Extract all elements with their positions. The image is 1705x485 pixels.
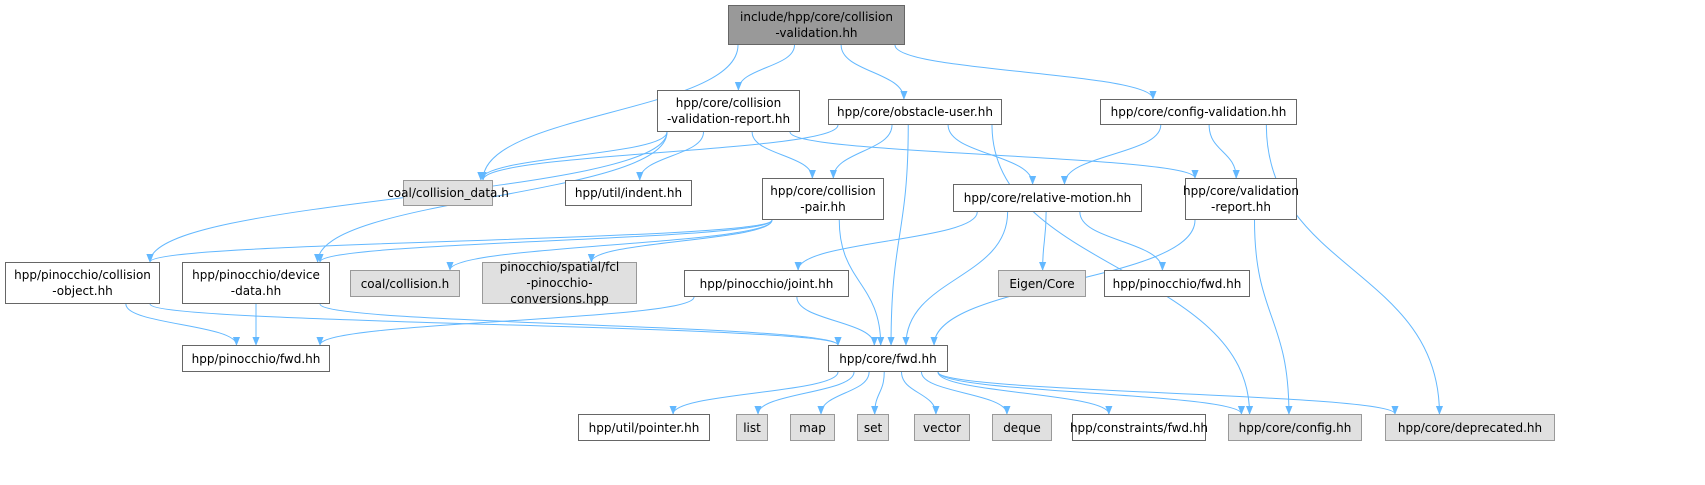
- edge-main-to-configval: [894, 44, 1157, 100]
- edge-cvr-to-coaldata: [477, 131, 668, 181]
- node-deque[interactable]: deque: [992, 414, 1052, 441]
- node-coaldata[interactable]: coal/collision_data.h: [387, 180, 509, 206]
- edge-main-to-coaldata: [479, 44, 739, 181]
- edge-corefwd-to-vector: [901, 371, 940, 415]
- edge-pair-to-corefwd: [838, 219, 885, 346]
- edge-obstacle-to-config: [991, 124, 1254, 415]
- node-indent[interactable]: hpp/util/indent.hh: [565, 180, 692, 206]
- edge-obstacle-to-corefwd: [887, 124, 909, 346]
- node-joint[interactable]: hpp/pinocchio/joint.hh: [684, 270, 849, 297]
- edge-corefwd-to-set: [871, 371, 885, 415]
- edge-obstacle-to-relmotion: [947, 124, 1037, 185]
- node-pointer[interactable]: hpp/util/pointer.hh: [578, 414, 710, 441]
- node-coalcol[interactable]: coal/collision.h: [350, 270, 460, 297]
- edge-cvr-to-indent: [636, 131, 704, 181]
- edge-cvr-to-pair: [751, 131, 816, 179]
- node-configval[interactable]: hpp/core/config-validation.hh: [1100, 99, 1297, 125]
- edge-configval-to-valreport: [1208, 124, 1240, 179]
- edge-relmotion-to-corefwd: [902, 211, 1009, 346]
- edge-obstacle-to-pair: [829, 124, 893, 179]
- node-config[interactable]: hpp/core/config.hh: [1228, 414, 1362, 441]
- edge-obstacle-to-coaldata: [479, 124, 839, 181]
- edge-colobj-to-pinfwdL: [125, 303, 241, 346]
- edge-corefwd-to-config: [937, 371, 1245, 415]
- node-deprecated[interactable]: hpp/core/deprecated.hh: [1385, 414, 1555, 441]
- node-pinfwdL[interactable]: hpp/pinocchio/fwd.hh: [182, 345, 330, 372]
- node-set[interactable]: set: [857, 414, 889, 441]
- edge-joint-to-pinfwdL: [316, 296, 695, 346]
- edge-pair-to-fclconv: [587, 219, 773, 263]
- node-colobj[interactable]: hpp/pinocchio/collision -object.hh: [5, 262, 160, 304]
- edge-relmotion-to-joint: [794, 211, 978, 271]
- edge-relmotion-to-eigen: [1039, 211, 1047, 271]
- edge-corefwd-to-pointer: [669, 371, 839, 415]
- edge-corefwd-to-consfwd: [937, 371, 1113, 415]
- edge-joint-to-corefwd: [796, 296, 878, 346]
- node-relmotion[interactable]: hpp/core/relative-motion.hh: [953, 184, 1142, 212]
- node-corefwd[interactable]: hpp/core/fwd.hh: [828, 345, 948, 372]
- node-map[interactable]: map: [790, 414, 835, 441]
- edge-corefwd-to-deque: [921, 371, 1011, 415]
- node-list[interactable]: list: [736, 414, 768, 441]
- edge-configval-to-relmotion: [1060, 124, 1162, 185]
- edge-corefwd-to-map: [817, 371, 870, 415]
- edge-corefwd-to-list: [754, 371, 855, 415]
- edge-pair-to-devdata: [316, 219, 773, 263]
- edge-relmotion-to-pinfwdR: [1079, 211, 1167, 271]
- node-main[interactable]: include/hpp/core/collision -validation.h…: [728, 5, 905, 45]
- node-devdata[interactable]: hpp/pinocchio/device -data.hh: [182, 262, 330, 304]
- node-fclconv[interactable]: pinocchio/spatial/fcl -pinocchio-convers…: [482, 260, 637, 306]
- edge-colobj-to-corefwd: [149, 303, 842, 346]
- edge-pair-to-coalcol: [446, 219, 773, 271]
- edge-main-to-cvr: [734, 44, 795, 91]
- edge-corefwd-to-deprecated: [937, 371, 1399, 415]
- node-pair[interactable]: hpp/core/collision -pair.hh: [762, 178, 884, 220]
- node-eigen[interactable]: Eigen/Core: [998, 270, 1086, 297]
- node-cvr[interactable]: hpp/core/collision -validation-report.hh: [657, 90, 800, 132]
- node-obstacle[interactable]: hpp/core/obstacle-user.hh: [828, 99, 1002, 125]
- edge-valreport-to-config: [1254, 219, 1293, 415]
- edge-main-to-obstacle: [840, 44, 908, 100]
- node-valreport[interactable]: hpp/core/validation -report.hh: [1183, 178, 1299, 220]
- edge-configval-to-deprecated: [1265, 124, 1444, 415]
- edge-pair-to-colobj: [146, 219, 773, 263]
- node-vector[interactable]: vector: [914, 414, 970, 441]
- node-pinfwdR[interactable]: hpp/pinocchio/fwd.hh: [1104, 270, 1250, 297]
- edge-devdata-to-corefwd: [319, 303, 842, 346]
- node-consfwd[interactable]: hpp/constraints/fwd.hh: [1070, 414, 1208, 441]
